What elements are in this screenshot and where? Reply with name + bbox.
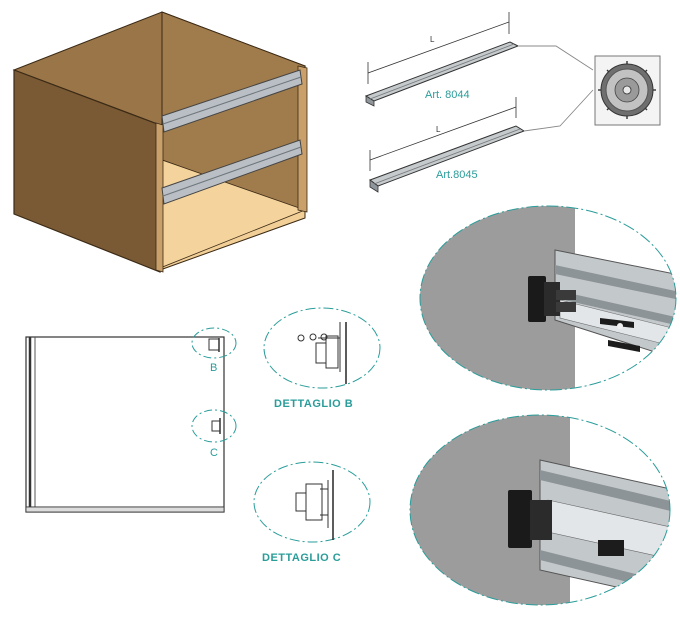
profile-art-8045: L Art.8045: [368, 97, 526, 193]
cabinet-isometric: [12, 11, 308, 273]
dimension-label-top: L: [430, 35, 435, 44]
cabinet-right-edge: [297, 65, 308, 213]
art-8044-label: Art. 8044: [425, 89, 470, 101]
art-8045-label: Art.8045: [436, 169, 478, 181]
dimension-line-bottom: [369, 106, 517, 161]
detail-c-marker-circle: [191, 409, 237, 443]
saw-leader-lines: [518, 45, 594, 132]
dimension-label-bottom: L: [436, 125, 441, 134]
detail-b: [263, 307, 381, 389]
detail-b-marker-label: B: [210, 362, 217, 374]
saw-blade-icon: [594, 55, 661, 126]
render-detail-bottom: [409, 414, 671, 606]
lower-rail-groove: [162, 146, 302, 197]
front-section-view: [25, 336, 225, 513]
upper-rail-groove: [162, 76, 302, 125]
detail-c-caption: DETTAGLIO C: [262, 552, 341, 564]
cabinet-front-edge: [155, 122, 164, 273]
detail-b-marker-circle: [191, 327, 237, 359]
render-detail-top: [419, 205, 677, 391]
detail-c: [253, 461, 371, 543]
dimension-line-top: [367, 21, 510, 74]
profile-art-8044: L Art. 8044: [364, 12, 520, 107]
detail-b-caption: DETTAGLIO B: [274, 398, 353, 410]
detail-c-marker-label: C: [210, 447, 218, 459]
cabinet-left-panel: [13, 69, 161, 273]
